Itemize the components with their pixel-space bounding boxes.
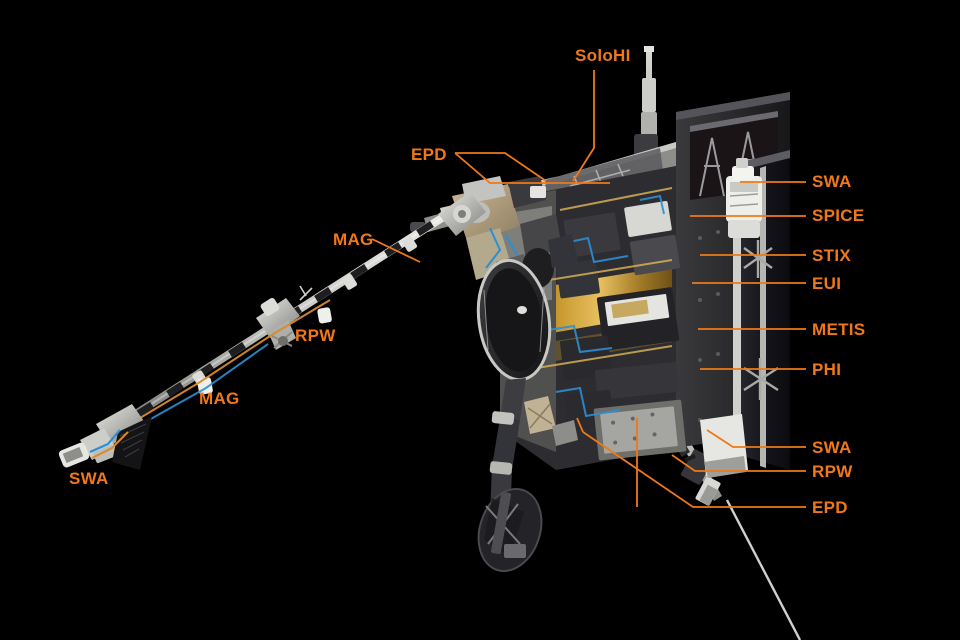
leader-solohi [572,70,595,182]
swa-boom-head [58,404,152,470]
label-stix[interactable]: STIX [812,246,851,265]
label-mag-upper[interactable]: MAG [333,230,374,249]
leader-epd-b [454,152,610,184]
label-metis[interactable]: METIS [812,320,865,339]
rpw-stub [299,285,313,301]
leader-mag-upper [371,238,421,263]
left-strut [524,396,578,446]
leader-rpw-lower [671,454,806,472]
heat-shield-assembly [676,92,790,470]
leader-lines [371,70,806,508]
leader-swa-lower [706,429,806,448]
leader-epd-lower [582,431,806,508]
label-rpw-lower[interactable]: RPW [812,462,853,481]
label-phi[interactable]: PHI [812,360,841,379]
label-eui[interactable]: EUI [812,274,841,293]
leader-epd-a [455,152,547,182]
swa-sensor [726,158,762,238]
instrument-labels: SoloHI EPD MAG RPW MAG SWA SWA SPICE STIX EUI METI… [69,46,865,517]
spacecraft [58,46,802,640]
label-spice[interactable]: SPICE [812,206,865,225]
boom-root [438,192,486,236]
label-mag-lower[interactable]: MAG [199,389,240,408]
label-swa-top[interactable]: SWA [812,172,852,191]
mag-sensor-inner [317,307,332,324]
label-rpw-boom[interactable]: RPW [295,326,336,345]
lower-reflector [477,487,543,573]
rpw-node [256,297,300,350]
label-epd-top[interactable]: EPD [411,145,447,164]
label-solohi[interactable]: SoloHI [575,46,631,65]
label-swa-lower[interactable]: SWA [812,438,852,457]
rpw-wire-antenna [725,499,802,640]
label-swa-boom[interactable]: SWA [69,469,109,488]
high-gain-antenna [476,258,552,520]
label-epd-lower[interactable]: EPD [812,498,848,517]
leader-epd-lower3 [576,417,584,433]
